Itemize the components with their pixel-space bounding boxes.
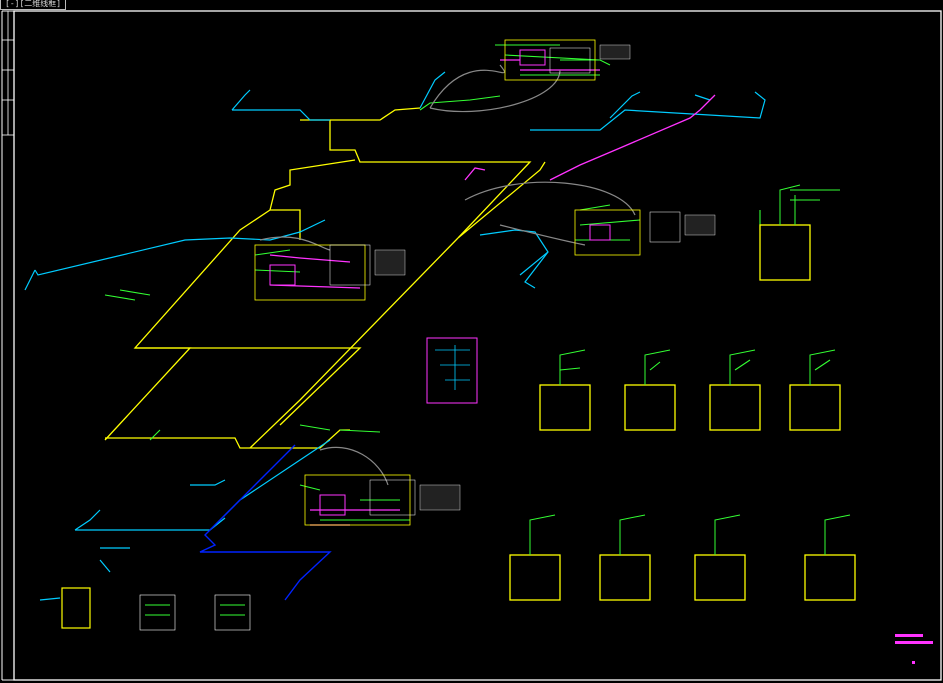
viewport-tab[interactable]: [-][二维线框] [0,0,67,10]
tank-detail-row-2 [509,514,856,601]
magenta-legend-marker [895,634,933,664]
detail-legend-box [426,337,478,404]
bottom-left-details [61,587,251,631]
branch-pipes-green [104,44,840,521]
main-supply-pipe [104,107,546,449]
valve-cluster-top [504,39,631,81]
branch-pipes-cyan [24,71,766,601]
tank-detail-row-1 [539,184,841,431]
valve-cluster-lower [304,474,461,526]
valve-cluster-center [254,244,406,301]
connector-curves [259,64,636,486]
valve-cluster-right [574,209,716,256]
branch-pipes-magenta [269,59,716,526]
branch-pipe-blue [199,444,332,601]
drawing-frame [1,10,942,681]
